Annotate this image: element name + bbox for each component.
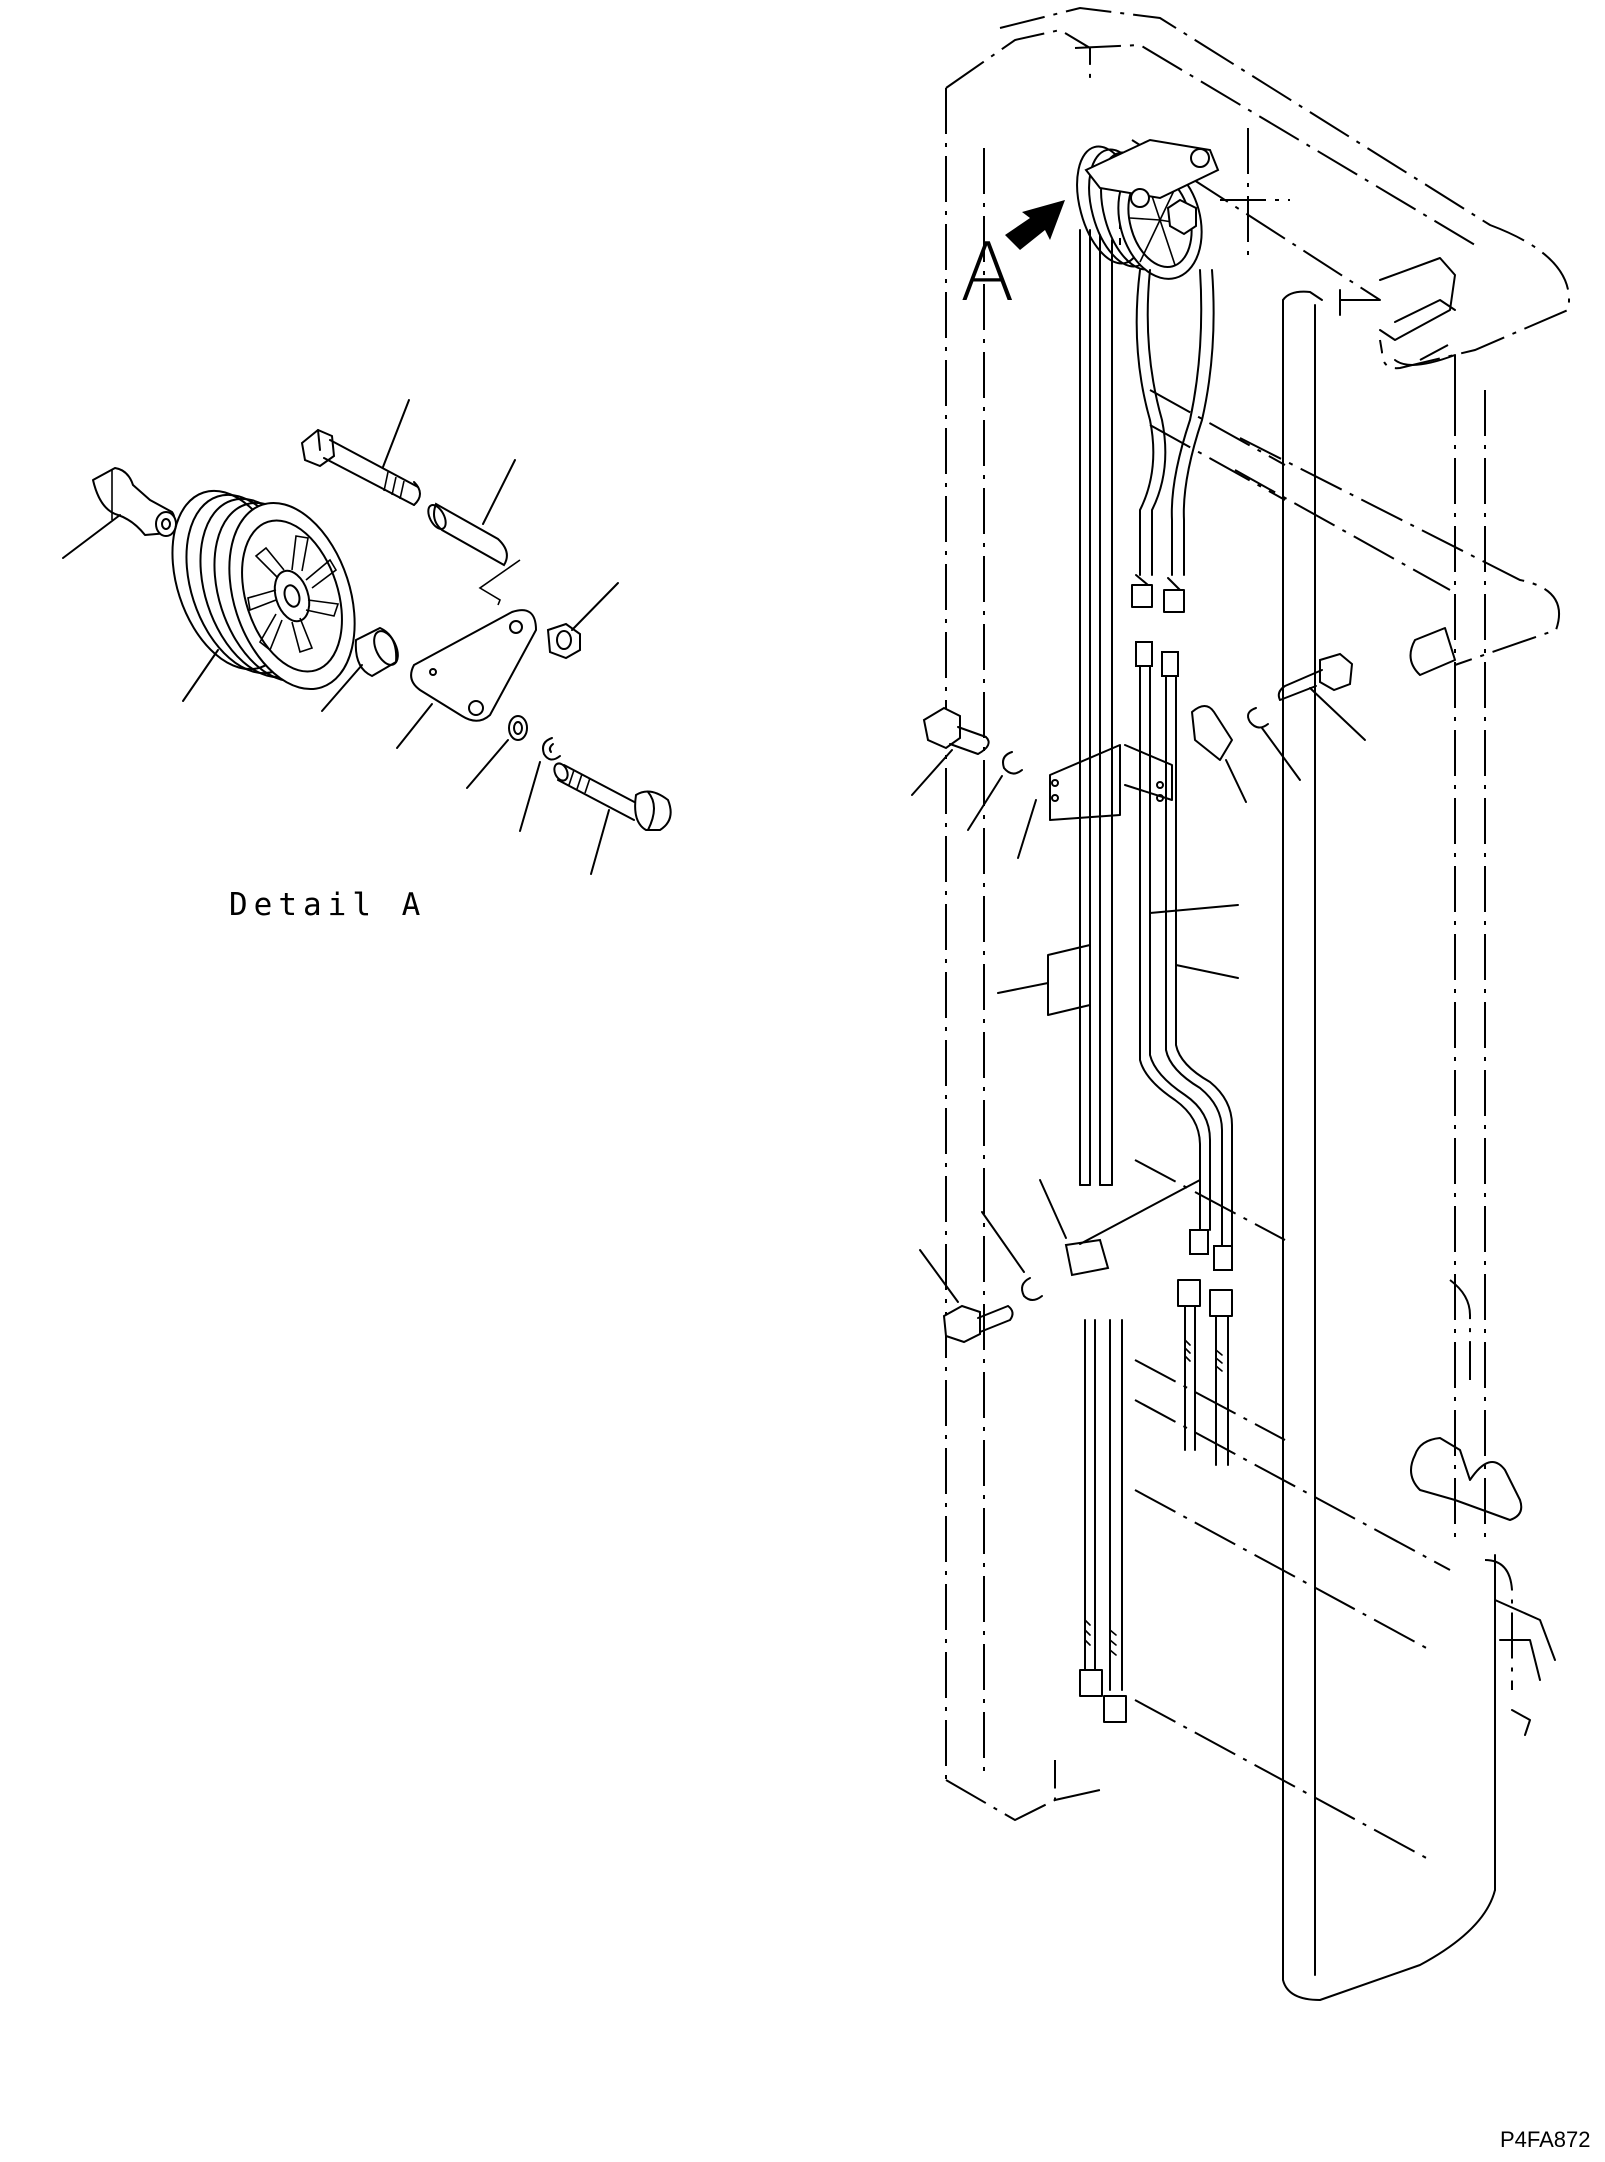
label-tag (1047, 944, 1091, 1016)
hose-sheave (1076, 138, 1220, 280)
bracket-plate (410, 559, 538, 722)
mast-assembly: A (911, 6, 1570, 2001)
clamp-bracket-lower (942, 1179, 1201, 1344)
drawing-code: P4FA872 (1500, 2127, 1591, 2152)
view-arrow: A (960, 200, 1065, 319)
mast-leader-lines (911, 687, 1366, 1303)
detail-a-label: Detail A (229, 887, 426, 923)
hose-curved (1131, 269, 1215, 613)
hose-lower (1079, 1279, 1233, 1723)
hose-middle-pair (1135, 641, 1233, 1271)
detail-leader-lines (62, 399, 619, 875)
clamp-bracket-upper (1049, 744, 1173, 821)
view-marker: A (960, 226, 1015, 319)
spacer-collar (92, 467, 177, 537)
pin-tube (427, 502, 508, 567)
inner-mast (1282, 257, 1556, 2001)
sheave-pulley (171, 489, 356, 691)
detail-a-assembly: Detail A (62, 399, 672, 923)
short-bolt (553, 762, 672, 831)
nut (546, 622, 581, 660)
long-bolt (300, 428, 421, 506)
upper-clamp-fasteners (922, 652, 1354, 775)
washer (508, 715, 528, 741)
bushing (354, 626, 399, 678)
hose-left-pair (1079, 229, 1113, 1186)
snap-ring (542, 737, 561, 761)
mast-outline (945, 6, 1570, 1861)
